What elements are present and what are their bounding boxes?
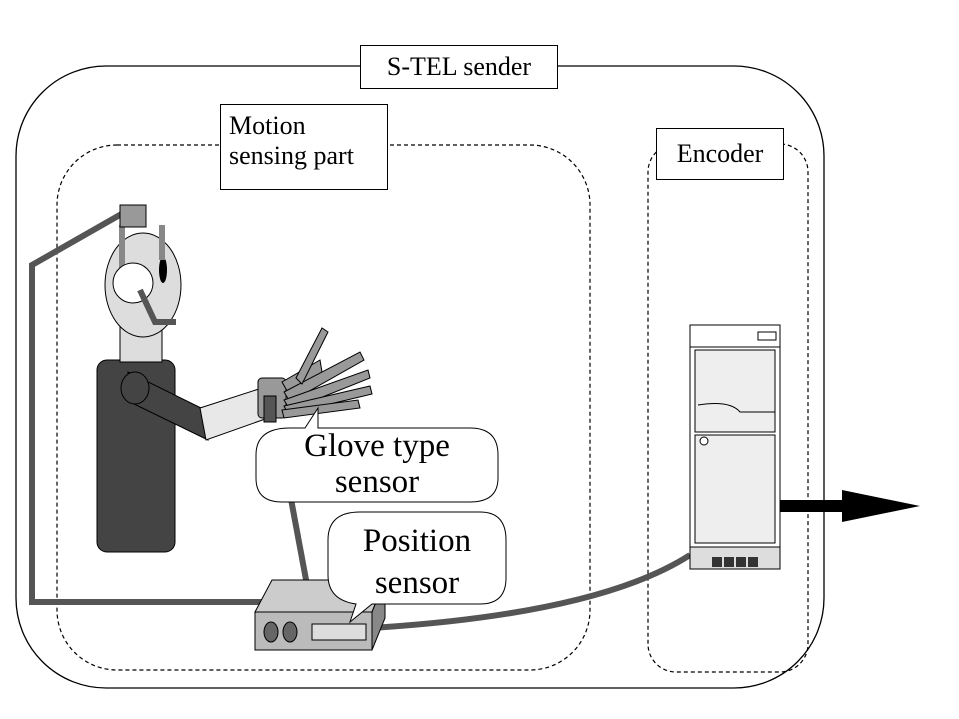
glove-sensor-label-line1: Glove type	[304, 428, 450, 464]
position-sensor-label-line1: Position	[362, 523, 472, 559]
encoder-cable	[370, 552, 692, 631]
output-arrow	[780, 490, 920, 522]
position-sensor-callout	[327, 511, 507, 624]
glove-sensor-label-line2: sensor	[334, 464, 420, 500]
encoder-computer	[689, 324, 781, 570]
position-sensor-label: Position sensor	[328, 520, 506, 604]
head-sensor	[119, 204, 147, 228]
glove-sensor-label: Glove type sensor	[262, 428, 492, 500]
glove-sensor-callout	[255, 406, 499, 503]
motion-sensing-label-line1: Motion	[229, 111, 306, 140]
person-shoulder	[120, 371, 150, 405]
head-sensor-cable	[29, 209, 262, 605]
motion-sensing-label: Motion sensing part	[220, 104, 388, 190]
person-eye	[159, 257, 167, 283]
s-tel-sender-label: S-TEL sender	[360, 45, 558, 89]
headphone	[112, 262, 154, 304]
position-sensor-label-line2: sensor	[374, 565, 460, 601]
head-sensor-band	[119, 225, 165, 270]
microphone	[137, 288, 176, 325]
glove-sensor	[257, 327, 373, 423]
motion-sensing-label-line2: sensing part	[229, 141, 354, 170]
encoder-label: Encoder	[656, 128, 784, 180]
